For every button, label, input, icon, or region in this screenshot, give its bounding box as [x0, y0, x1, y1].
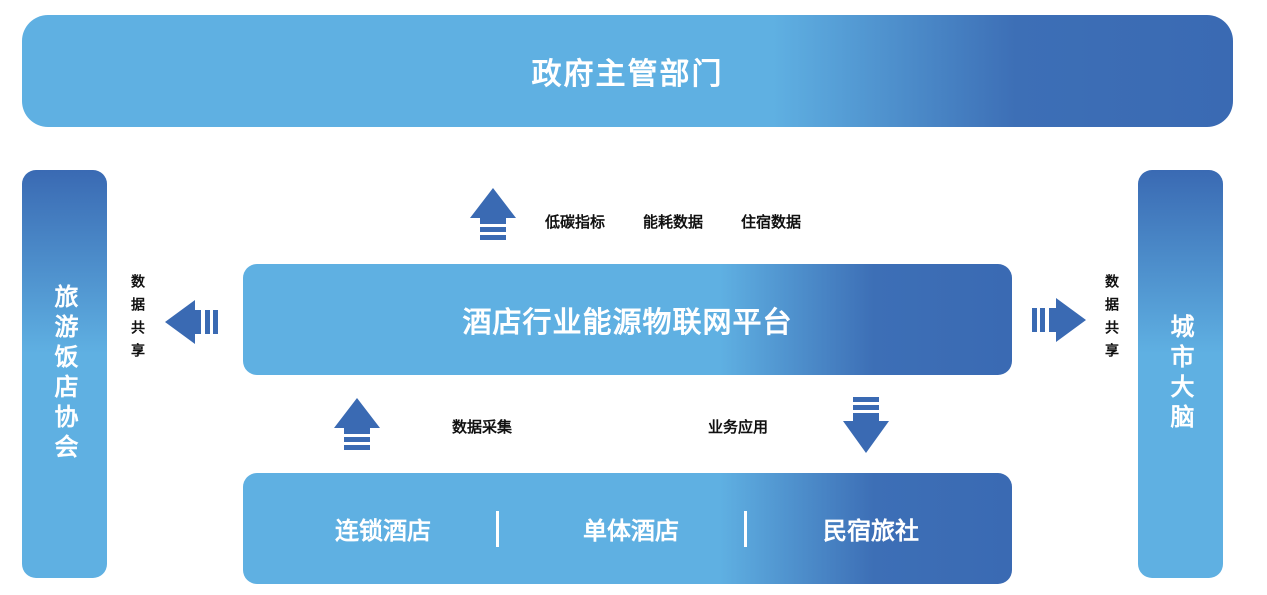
arrow-down-icon	[843, 397, 889, 453]
tourism-hotel-association-box: 旅游饭店协会	[22, 170, 107, 578]
homestay-label: 民宿旅社	[823, 517, 919, 545]
separator	[496, 511, 499, 547]
upload-label-energy: 能耗数据	[643, 213, 704, 231]
business-application-label: 业务应用	[708, 418, 769, 436]
government-department-box: 政府主管部门	[22, 15, 1233, 127]
arrow-right-icon	[1032, 298, 1086, 342]
separator	[744, 511, 747, 547]
city-brain-label: 城市大脑	[1166, 314, 1194, 434]
platform-box: 酒店行业能源物联网平台	[243, 264, 1012, 375]
data-share-right-label: 数据共享	[1103, 274, 1119, 366]
platform-label: 酒店行业能源物联网平台	[462, 304, 793, 339]
arrow-left-icon	[165, 300, 218, 344]
arrow-up-icon	[470, 188, 516, 240]
upload-label-lodging: 住宿数据	[741, 213, 802, 231]
upload-label-low-carbon: 低碳指标	[545, 213, 606, 231]
government-department-label: 政府主管部门	[531, 57, 724, 92]
city-brain-box: 城市大脑	[1138, 170, 1223, 578]
chain-hotel-label: 连锁酒店	[335, 517, 431, 545]
data-collection-label: 数据采集	[452, 418, 513, 436]
hotel-types-box: 连锁酒店 单体酒店 民宿旅社	[243, 473, 1012, 584]
tourism-hotel-association-label: 旅游饭店协会	[50, 284, 78, 464]
data-share-left-label: 数据共享	[129, 274, 145, 366]
arrow-up-icon	[334, 398, 380, 450]
single-hotel-label: 单体酒店	[583, 517, 679, 545]
